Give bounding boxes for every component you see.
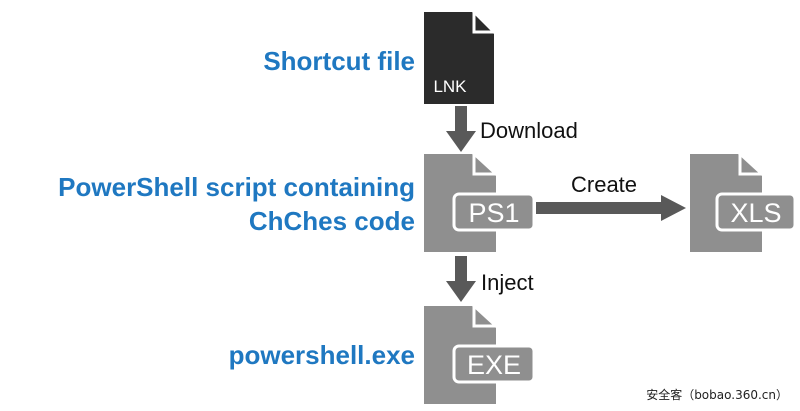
powershell-script-label-line2: ChChes code bbox=[248, 206, 415, 236]
shortcut-file-label: Shortcut file bbox=[263, 46, 415, 76]
watermark: 安全客（bobao.360.cn） bbox=[646, 388, 788, 402]
powershell-script-label-line1: PowerShell script containing bbox=[58, 172, 415, 202]
ps1-badge-text: PS1 bbox=[468, 198, 519, 228]
exe-badge-text: EXE bbox=[467, 350, 521, 380]
download-arrow bbox=[446, 106, 476, 152]
lnk-badge-text: LNK bbox=[433, 77, 467, 96]
xls-badge-text: XLS bbox=[730, 198, 781, 228]
powershell-exe-label: powershell.exe bbox=[228, 340, 415, 370]
lnk-file-icon: LNK bbox=[424, 12, 494, 104]
download-label: Download bbox=[480, 118, 578, 143]
inject-label: Inject bbox=[481, 270, 534, 295]
inject-arrow bbox=[446, 256, 476, 302]
ps1-file-icon: PS1 bbox=[424, 154, 536, 252]
xls-file-icon: XLS bbox=[690, 154, 797, 252]
exe-file-icon: EXE bbox=[424, 306, 536, 404]
create-arrow bbox=[536, 195, 686, 221]
create-label: Create bbox=[571, 172, 638, 197]
